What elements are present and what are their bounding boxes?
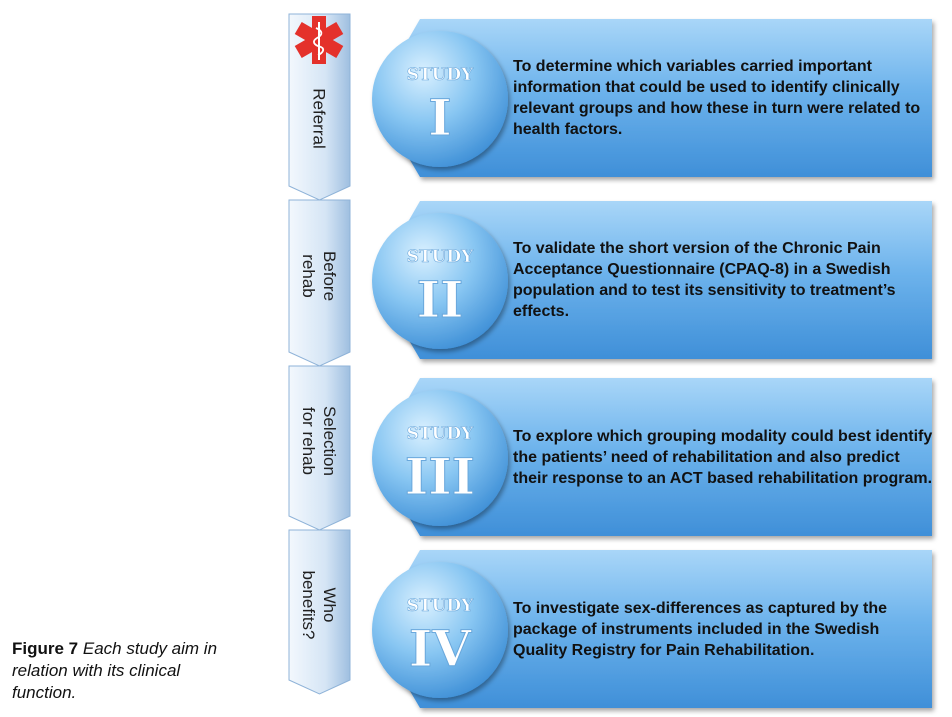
clinical-stage-label-line: benefits? <box>299 570 318 640</box>
clinical-stage-tab <box>288 199 351 367</box>
study-aim-text: To determine which variables carried imp… <box>513 58 921 138</box>
study-numeral: I <box>428 88 451 147</box>
star-of-life-icon <box>294 16 344 64</box>
study-badge-circle <box>372 390 508 526</box>
clinical-stage-label-line: Referral <box>309 87 329 149</box>
study-word: STUDY <box>407 596 474 616</box>
clinical-stage-label: Referral <box>309 28 330 208</box>
study-badge-circle <box>372 31 508 167</box>
clinical-stage-tab <box>288 529 351 695</box>
clinical-stage-label-line: Before <box>320 250 339 302</box>
study-aim-text: To investigate sex-differences as captur… <box>513 599 888 659</box>
study-word: STUDY <box>407 247 474 267</box>
study-arrow-banner <box>374 550 932 708</box>
study-aim-text: To explore which grouping modality could… <box>513 427 933 487</box>
figure-caption: Figure 7 Each study aim in relation with… <box>12 638 247 704</box>
study-arrow-banner <box>374 201 932 359</box>
clinical-stage-label-line: Selection <box>320 406 339 476</box>
study-arrow-banner <box>374 19 932 177</box>
study-arrow-banner <box>374 378 932 536</box>
study-badge-circle <box>372 213 508 349</box>
study-numeral: IV <box>409 619 472 678</box>
study-word: STUDY <box>407 65 474 85</box>
study-word: STUDY <box>407 424 474 444</box>
study-numeral: II <box>417 270 464 329</box>
study-numeral: III <box>405 447 475 506</box>
clinical-stage-label-line: for rehab <box>299 406 318 476</box>
figure-label: Figure 7 <box>12 639 79 658</box>
study-badge-circle <box>372 562 508 698</box>
clinical-stage-label-line: Who <box>320 587 339 623</box>
study-aim-text: To validate the short version of the Chr… <box>513 240 896 320</box>
figure-caption-text: Each study aim in relation with its clin… <box>12 639 218 702</box>
clinical-stage-label-line: rehab <box>299 254 318 298</box>
clinical-stage-tab <box>288 13 351 201</box>
clinical-stage-tab <box>288 365 351 531</box>
